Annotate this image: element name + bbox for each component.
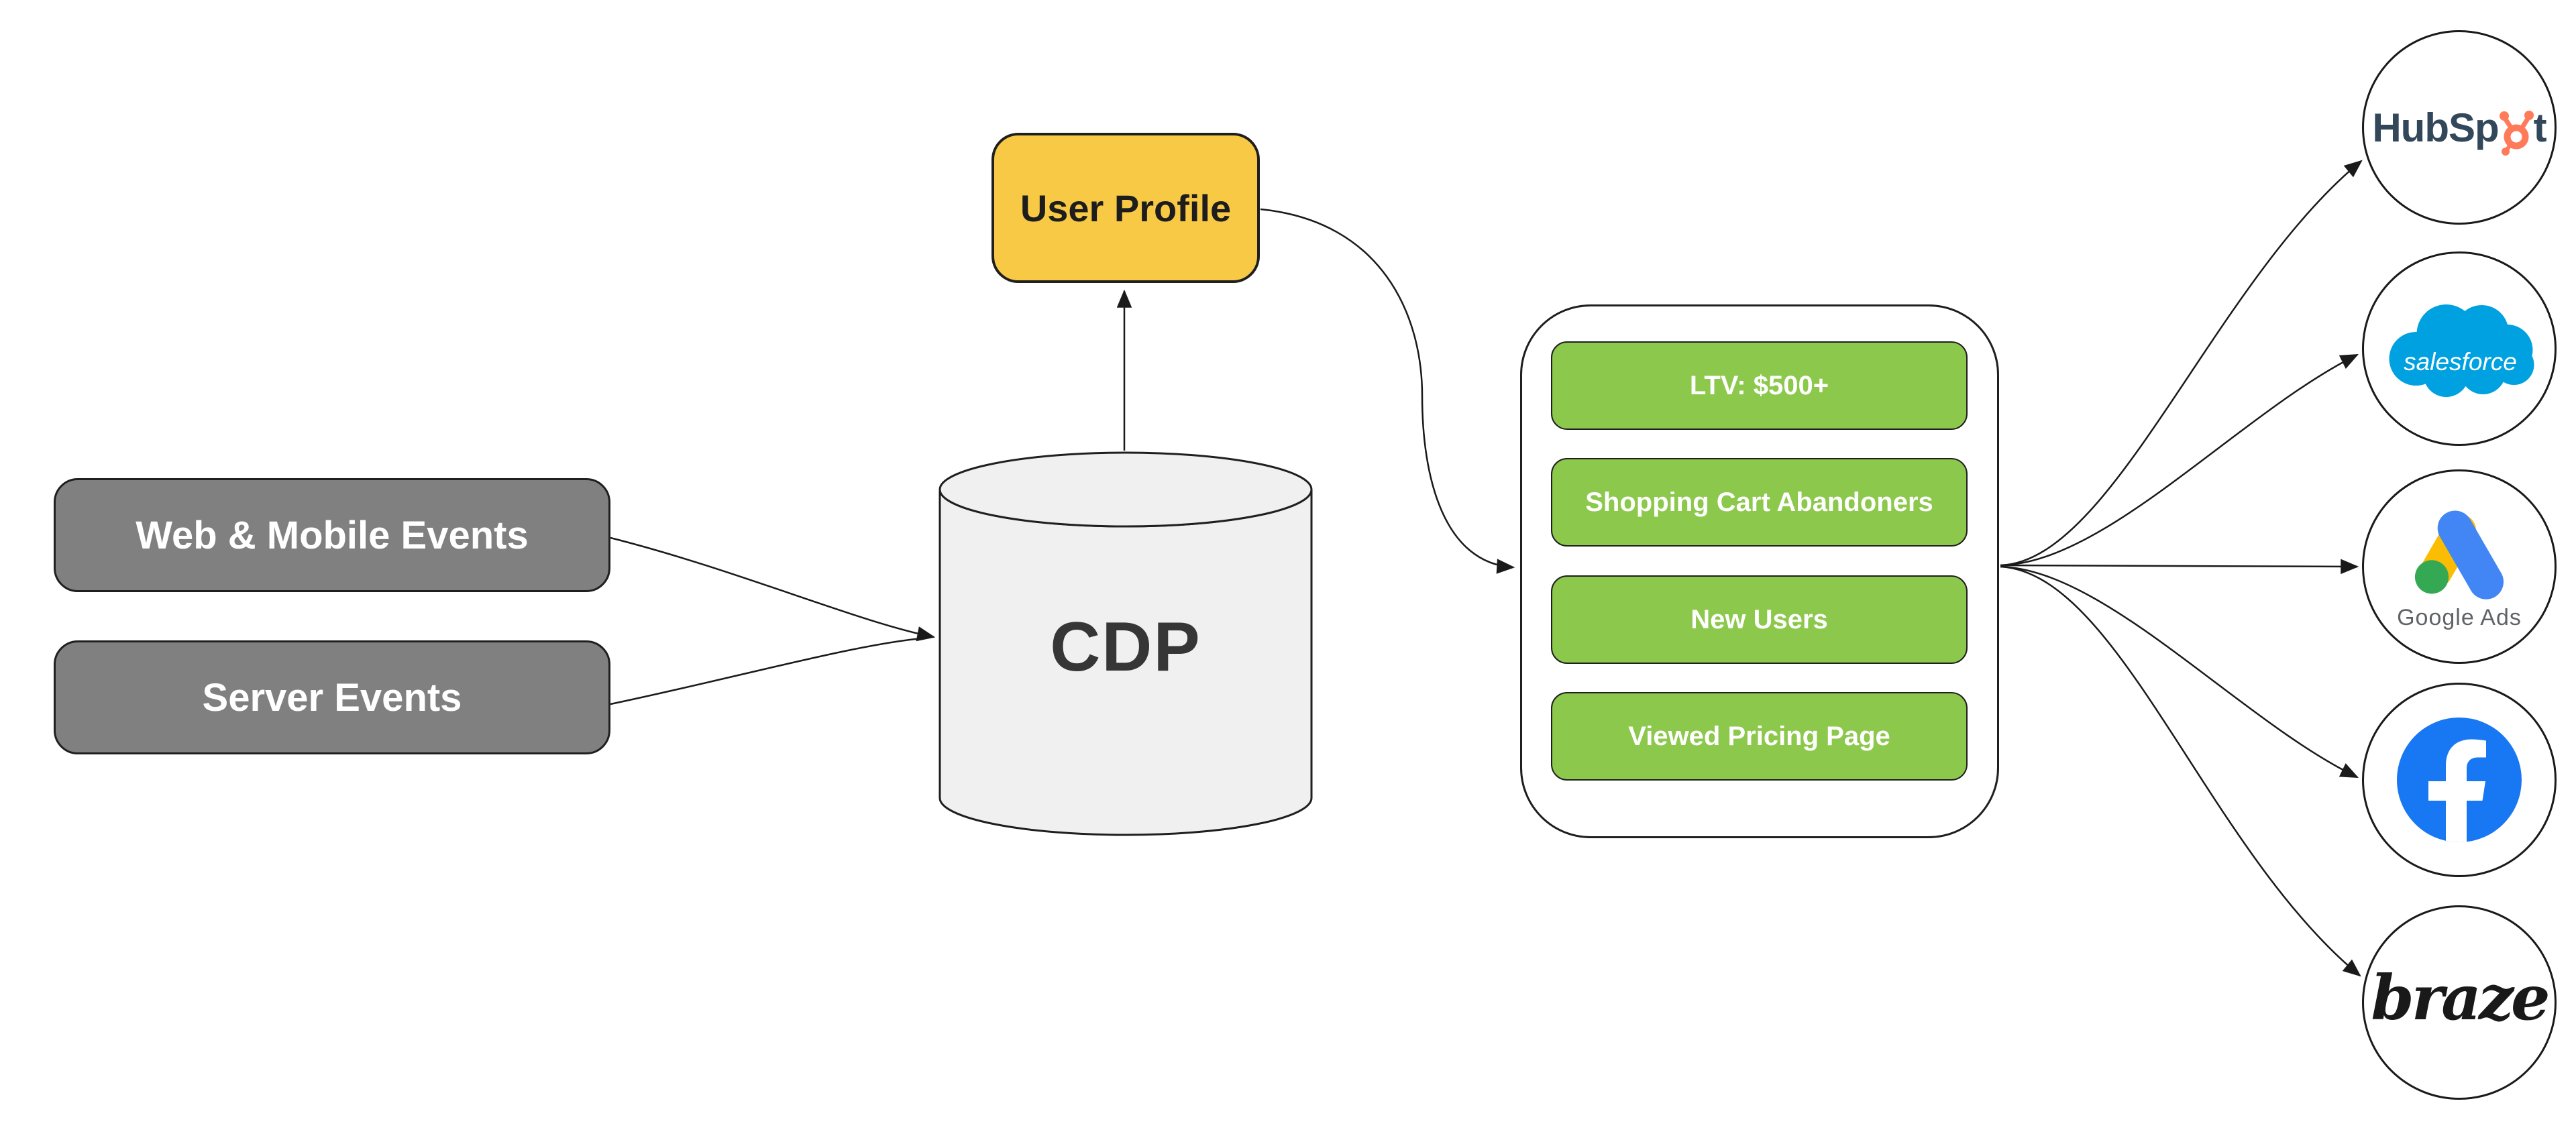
google-ads-logo: Google Ads [2397,510,2522,631]
source-server-events-label: Server Events [202,675,462,720]
user-profile-label: User Profile [1020,186,1232,229]
salesforce-wordmark: salesforce [2404,348,2517,376]
arrow-web-mobile-events-to-cdp [610,536,936,642]
destination-hubspot: HubSp t [2362,30,2557,225]
hubspot-sprocket-icon [2499,111,2534,156]
arrow-segments-to-googleads [2000,559,2359,575]
user-profile-box: User Profile [991,133,1260,283]
google-ads-icon [2415,510,2504,599]
segment-ltv: LTV: $500+ [1551,341,1968,430]
google-ads-wordmark: Google Ads [2397,604,2522,630]
cylinder-icon [938,451,1313,836]
cdp-database-cylinder [938,443,1313,840]
segment-ltv-label: LTV: $500+ [1689,370,1829,400]
salesforce-cloud-icon: salesforce [2389,304,2534,397]
arrow-segments-to-hubspot [2000,160,2363,567]
segment-new-users: New Users [1551,575,1968,664]
braze-logo: braze [2371,962,2550,1034]
arrow-segments-to-facebook [2000,565,2359,779]
hubspot-wordmark-suffix: t [2533,105,2547,150]
cdp-label: CDP [1050,608,1201,686]
destination-braze: braze [2362,905,2557,1100]
segment-viewed-pricing: Viewed Pricing Page [1551,692,1968,781]
arrow-segments-to-salesforce [2000,353,2359,567]
arrow-user-profile-to-segments [1260,208,1515,574]
destination-salesforce: salesforce [2362,251,2557,446]
segment-new-users-label: New Users [1690,604,1828,634]
segment-cart-abandoners-label: Shopping Cart Abandoners [1585,487,1933,517]
segment-viewed-pricing-label: Viewed Pricing Page [1628,721,1890,751]
source-web-mobile-events: Web & Mobile Events [54,478,610,592]
arrow-segments-to-braze [2000,565,2361,977]
segment-cart-abandoners: Shopping Cart Abandoners [1551,458,1968,547]
facebook-icon [2397,718,2522,842]
source-web-mobile-events-label: Web & Mobile Events [136,513,529,557]
destination-googleads: Google Ads [2362,469,2557,664]
hubspot-wordmark-prefix: HubSp [2372,105,2499,150]
hubspot-logo: HubSp t [2372,99,2547,156]
arrow-server-events-to-cdp [610,637,922,705]
destination-facebook [2362,683,2557,877]
source-server-events: Server Events [54,640,610,754]
